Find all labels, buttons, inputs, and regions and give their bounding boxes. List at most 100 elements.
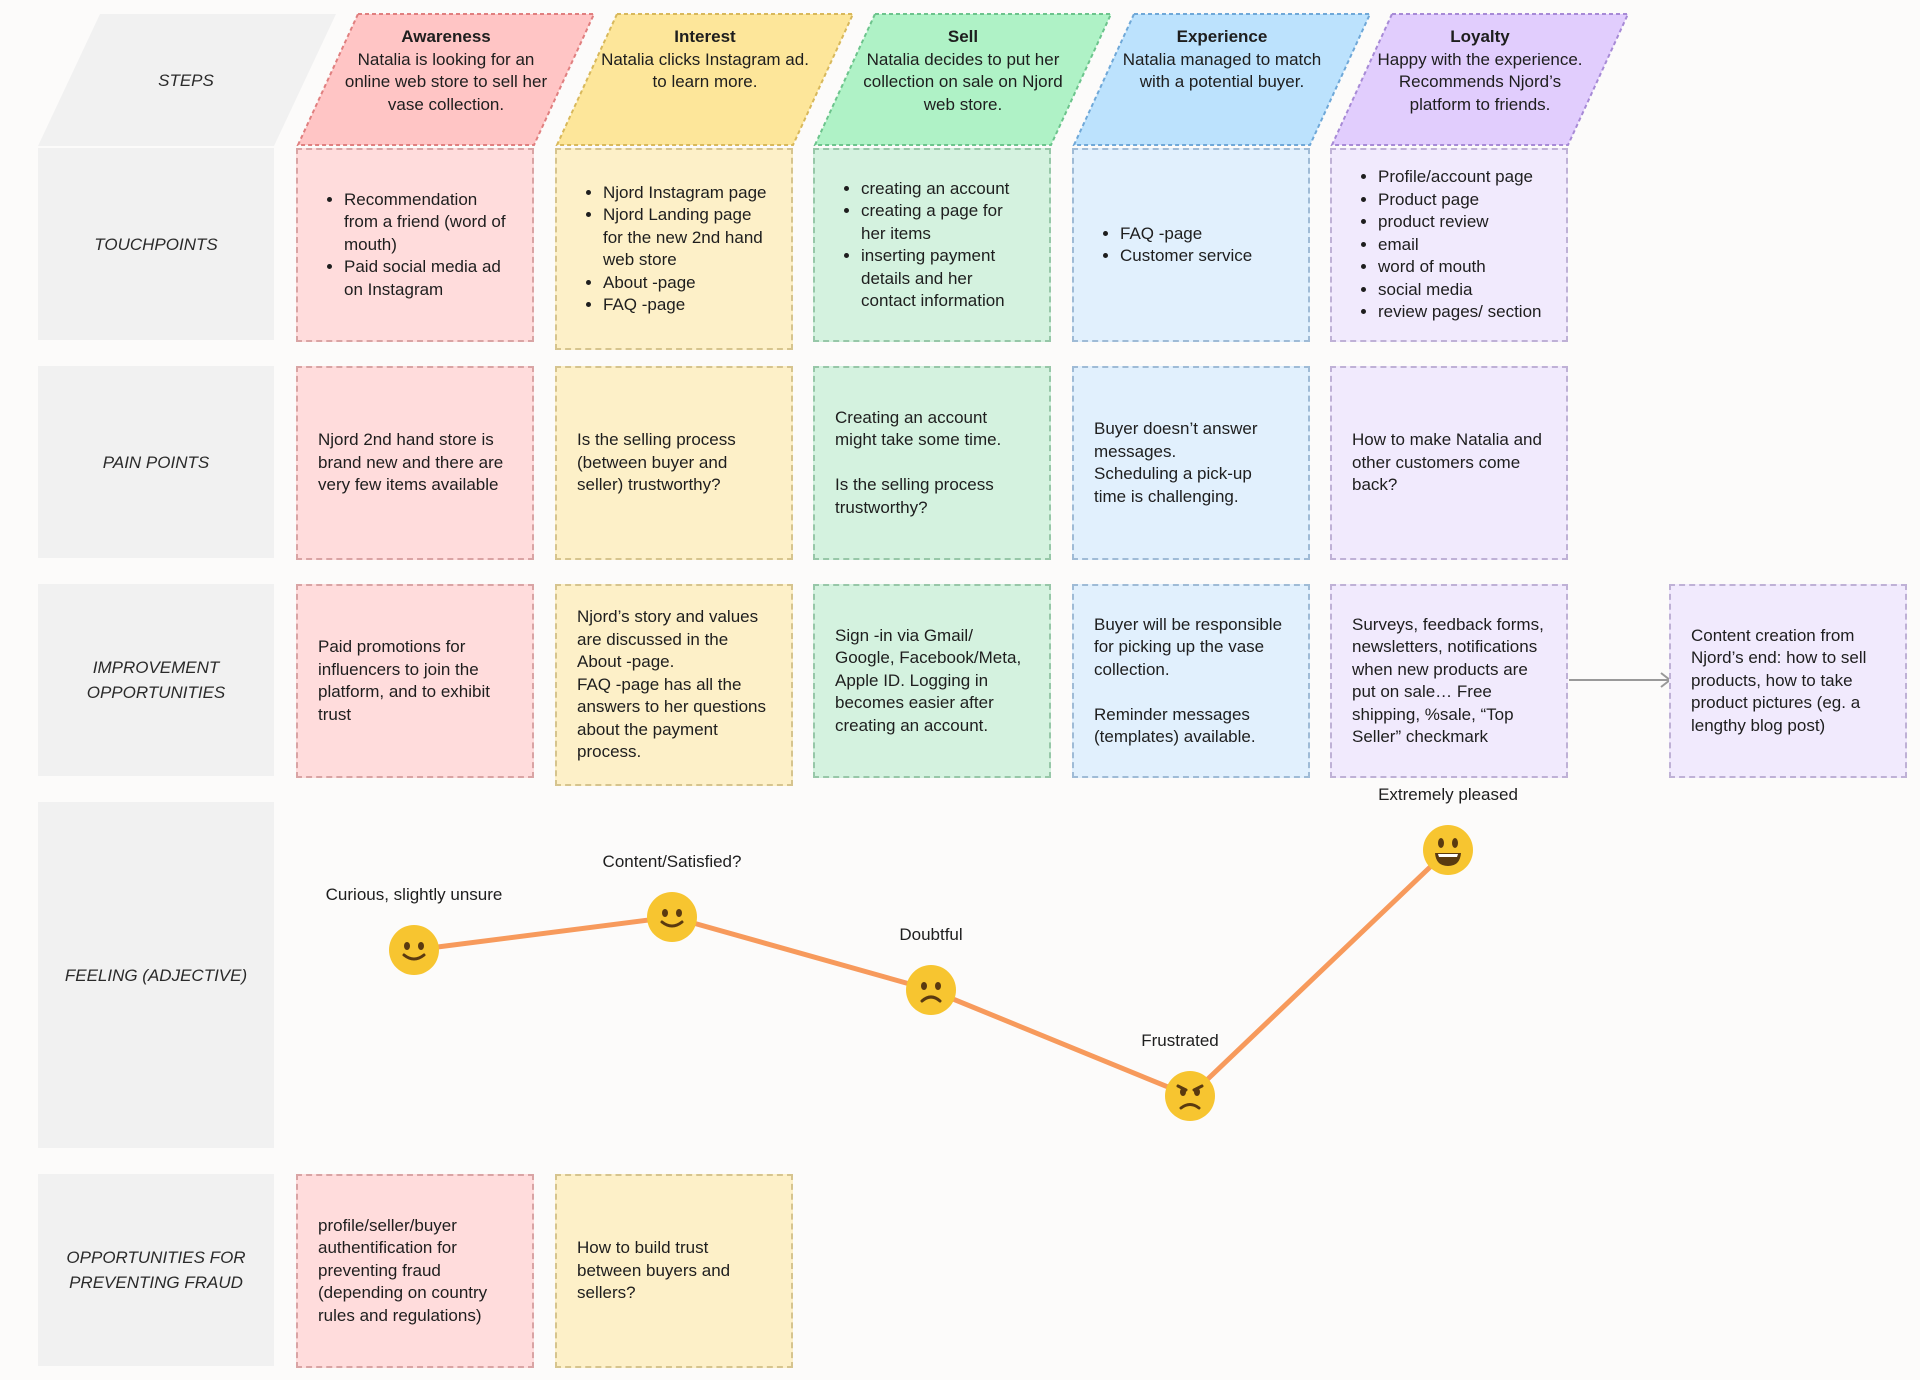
card-text: How to build trust between buyers and se… xyxy=(577,1238,731,1303)
step-title: Interest xyxy=(674,27,736,46)
frowning-face-icon xyxy=(905,964,957,1016)
card-text: Buyer will be responsible for picking up… xyxy=(1094,614,1283,679)
card-text: Creating an account might take some time… xyxy=(835,407,1002,450)
card-text: Is the selling process (between buyer an… xyxy=(577,430,736,495)
feeling-label: Curious, slightly unsure xyxy=(325,885,503,904)
improvement-card-sell: Sign -in via Gmail/ Google, Facebook/Met… xyxy=(813,584,1051,778)
pain-point-card-awareness: Njord 2nd hand store is brand new and th… xyxy=(296,366,534,560)
fraud-card-interest: How to build trust between buyers and se… xyxy=(555,1174,793,1368)
improvement-card-interest: Njord’s story and values are discussed i… xyxy=(555,584,793,786)
touchpoint-list: Recommendation from a friend (word of mo… xyxy=(318,189,512,302)
card-text: Reminder messages (templates) available. xyxy=(1094,704,1256,747)
step-shape xyxy=(1330,13,1630,146)
arrow-connector xyxy=(1569,672,1672,688)
improvement-card-extra: Content creation from Njord’s end: how t… xyxy=(1669,584,1907,778)
list-item: FAQ -page xyxy=(603,294,771,317)
step-shape xyxy=(555,13,855,146)
step-title: Sell xyxy=(947,27,979,46)
angry-face-icon xyxy=(1164,1070,1216,1122)
list-item: creating a page for her items xyxy=(861,200,1029,245)
touchpoint-card-loyalty: Profile/account page Product page produc… xyxy=(1330,148,1568,342)
card-text: Is the selling process trustworthy? xyxy=(835,475,994,517)
list-item: inserting payment details and her contac… xyxy=(861,245,1029,313)
step-shape xyxy=(1072,13,1372,146)
step-description: Natalia managed to match with a potentia… xyxy=(1122,49,1322,92)
pain-point-card-sell: Creating an account might take some time… xyxy=(813,366,1051,560)
feeling-label: Extremely pleased xyxy=(1378,785,1518,804)
touchpoint-list: Profile/account page Product page produc… xyxy=(1352,166,1541,324)
step-description: Natalia is looking for an online web sto… xyxy=(344,49,548,114)
row-label-steps: STEPS xyxy=(38,14,336,146)
improvement-card-experience: Buyer will be responsible for picking up… xyxy=(1072,584,1310,778)
touchpoint-card-interest: Njord Instagram page Njord Landing page … xyxy=(555,148,793,350)
touchpoint-card-sell: creating an account creating a page for … xyxy=(813,148,1051,342)
row-label-fraud: OPPORTUNITIES FOR PREVENTING FRAUD xyxy=(38,1174,274,1366)
card-text: Paid promotions for influencers to join … xyxy=(318,637,490,724)
list-item: Recommendation from a friend (word of mo… xyxy=(344,189,512,257)
list-item: review pages/ section xyxy=(1378,301,1541,324)
step-description: Natalia clicks Instagram ad. to learn mo… xyxy=(601,49,809,92)
touchpoint-list: Njord Instagram page Njord Landing page … xyxy=(577,182,771,317)
step-shape xyxy=(296,13,596,146)
touchpoint-list: FAQ -page Customer service xyxy=(1094,223,1252,268)
grinning-face-icon xyxy=(1422,824,1474,876)
list-item: Njord Landing page for the new 2nd hand … xyxy=(603,204,771,272)
card-text: Scheduling a pick-up time is challenging… xyxy=(1094,464,1252,506)
slightly-smiling-face-icon xyxy=(646,891,698,943)
touchpoint-list: creating an account creating a page for … xyxy=(835,178,1029,313)
pain-point-card-interest: Is the selling process (between buyer an… xyxy=(555,366,793,560)
improvement-card-loyalty: Surveys, feedback forms, newsletters, no… xyxy=(1330,584,1568,778)
card-text: Content creation from Njord’s end: how t… xyxy=(1691,625,1867,735)
improvement-card-awareness: Paid promotions for influencers to join … xyxy=(296,584,534,778)
step-description: Happy with the experience. Recommends Nj… xyxy=(1377,49,1583,114)
row-label-feeling: FEELING (ADJECTIVE) xyxy=(38,802,274,1148)
row-label-pain-points: PAIN POINTS xyxy=(38,366,274,558)
list-item: FAQ -page xyxy=(1120,223,1252,246)
feeling-label: Frustrated xyxy=(1141,1031,1219,1050)
steps-label-shape xyxy=(38,14,336,146)
row-label-improvement: IMPROVEMENT OPPORTUNITIES xyxy=(38,584,274,776)
fraud-card-awareness: profile/seller/buyer authentification fo… xyxy=(296,1174,534,1368)
row-label-touchpoints: TOUCHPOINTS xyxy=(38,148,274,340)
step-description: Natalia decides to put her collection on… xyxy=(863,49,1063,114)
list-item: About -page xyxy=(603,272,771,295)
slightly-smiling-face-icon xyxy=(388,924,440,976)
card-text: Surveys, feedback forms, newsletters, no… xyxy=(1352,614,1544,747)
pain-point-card-loyalty: How to make Natalia and other customers … xyxy=(1330,366,1568,560)
list-item: social media xyxy=(1378,279,1541,302)
step-shape xyxy=(813,13,1113,146)
list-item: Customer service xyxy=(1120,245,1252,268)
list-item: Profile/account page xyxy=(1378,166,1541,189)
card-text: Njord’s story and values are discussed i… xyxy=(577,607,759,672)
step-title: Loyalty xyxy=(1450,27,1510,46)
list-item: product review xyxy=(1378,211,1541,234)
touchpoint-card-experience: FAQ -page Customer service xyxy=(1072,148,1310,342)
list-item: Paid social media ad on Instagram xyxy=(344,256,512,301)
touchpoint-card-awareness: Recommendation from a friend (word of mo… xyxy=(296,148,534,342)
card-text: How to make Natalia and other customers … xyxy=(1352,430,1542,495)
card-text: FAQ -page has all the answers to her que… xyxy=(577,674,766,762)
list-item: creating an account xyxy=(861,178,1029,201)
card-text: Buyer doesn’t answer messages. xyxy=(1094,419,1258,461)
step-title: Awareness xyxy=(401,27,491,46)
card-text: Njord 2nd hand store is brand new and th… xyxy=(318,430,504,495)
feeling-label: Content/Satisfied? xyxy=(602,852,742,871)
list-item: Njord Instagram page xyxy=(603,182,771,205)
feeling-label: Doubtful xyxy=(899,925,963,944)
list-item: word of mouth xyxy=(1378,256,1541,279)
step-title: Experience xyxy=(1176,27,1268,46)
list-item: email xyxy=(1378,234,1541,257)
list-item: Product page xyxy=(1378,189,1541,212)
row-label-steps-text: STEPS xyxy=(158,70,214,90)
card-text: Sign -in via Gmail/ Google, Facebook/Met… xyxy=(835,625,1022,735)
